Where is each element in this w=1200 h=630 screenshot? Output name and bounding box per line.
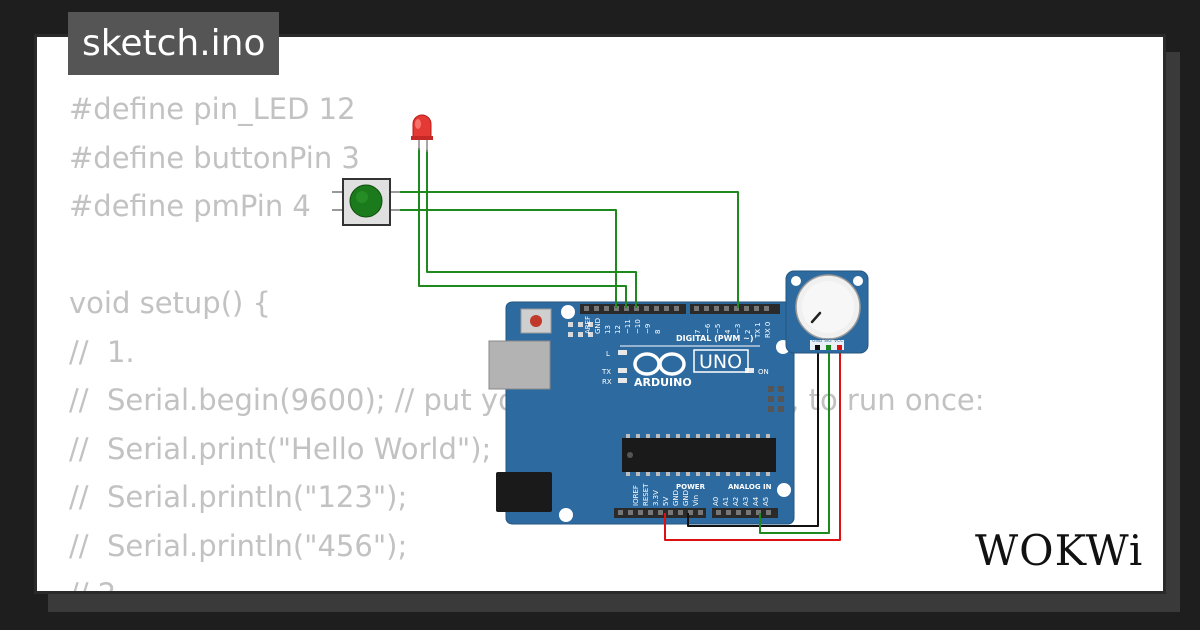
- pin-label-12: 12: [614, 325, 622, 334]
- led-rx-label: RX: [602, 378, 612, 386]
- pin-label-4: 4: [724, 329, 732, 334]
- sketch-title: sketch.ino: [68, 12, 280, 75]
- pot-pin-sig-label: SIG: [824, 338, 832, 344]
- pin-label-aref: AREF: [584, 316, 592, 334]
- led-tx-label: TX: [601, 368, 611, 376]
- pin-label-vin: Vin: [692, 495, 700, 506]
- code-line: // Serial.println("456");: [69, 528, 408, 563]
- wire-button-pin3: [391, 191, 739, 308]
- potentiometer[interactable]: GND SIG VCC: [785, 270, 869, 354]
- wire-led-cathode: [418, 148, 627, 308]
- pin-label-a4: A4: [752, 496, 760, 506]
- uno-label: UNO: [699, 351, 742, 373]
- digital-label: DIGITAL (PWM ~): [676, 334, 754, 343]
- reset-button[interactable]: [520, 308, 552, 334]
- wire-pot-vcc: [664, 350, 841, 541]
- code-line: // 2.: [69, 577, 126, 594]
- pin-label-10: ~10: [634, 319, 642, 334]
- analog-label: ANALOG IN: [728, 483, 772, 491]
- led-rx: [618, 378, 627, 383]
- code-line: // Serial.println("123");: [69, 480, 408, 514]
- analog-header: [712, 508, 778, 518]
- led-on-label: ON: [758, 368, 769, 376]
- pin-label-gnd: GND: [594, 318, 602, 334]
- power-label: POWER: [676, 483, 706, 491]
- wire-pot-gnd: [687, 350, 819, 527]
- arduino-uno-board[interactable]: AREF GND 13 12 ~11 ~10 ~9 8 7 ~6 ~5 4 ~3…: [488, 301, 795, 525]
- pin-label-a3: A3: [742, 497, 750, 506]
- arduino-logo-text: ARDUINO: [634, 376, 692, 389]
- icsp-header-right: [768, 386, 784, 412]
- pin-label-a2: A2: [732, 497, 740, 506]
- wire-button-gnd: [391, 209, 617, 308]
- pin-label-7: 7: [694, 330, 702, 334]
- code-line: // 1.: [69, 334, 135, 369]
- digital-header-left: [580, 304, 686, 314]
- pin-label-11: ~11: [624, 319, 632, 334]
- atmega-chip: [622, 438, 776, 472]
- wires: [391, 148, 841, 541]
- pin-label-reset: RESET: [642, 483, 650, 506]
- pin-label-8: 8: [654, 330, 662, 334]
- pin-label-2: 2: [744, 330, 752, 334]
- wokwi-logo: WOKWi: [975, 526, 1144, 575]
- pin-label-9: ~9: [644, 324, 652, 334]
- code-line: #define pin_LED 12: [69, 92, 356, 126]
- pin-label-a5: A5: [762, 497, 770, 506]
- pin-label-a1: A1: [722, 497, 730, 506]
- code-line: // Serial.print("Hello World");: [69, 431, 492, 466]
- pin-label-gnd2: GND: [682, 490, 690, 506]
- code-line: #define pmPin 4: [69, 189, 311, 223]
- led-on: [745, 368, 754, 373]
- pin-label-rx: RX 0: [764, 322, 772, 338]
- usb-port: [488, 340, 551, 390]
- pin-label-3v3: 3.3V: [652, 490, 660, 506]
- pot-pin-gnd-label: GND: [812, 338, 823, 344]
- code-line: #define buttonPin 3: [69, 140, 360, 175]
- pin-label-ioref: IOREF: [632, 485, 640, 506]
- pin-label-a0: A0: [712, 497, 720, 506]
- pot-pin-vcc-label: VCC: [834, 338, 843, 344]
- led-l: [618, 350, 627, 355]
- pin-label-13: 13: [604, 325, 612, 334]
- led-l-label: L: [606, 350, 610, 358]
- wire-led-anode: [426, 150, 637, 308]
- code-line: void setup() {: [69, 286, 271, 320]
- red-led[interactable]: [411, 114, 433, 152]
- arduino-infinity-icon: [633, 352, 686, 376]
- led-tx: [618, 368, 627, 373]
- power-jack: [496, 472, 552, 512]
- pushbutton[interactable]: [332, 178, 400, 226]
- pin-label-tx: TX 1: [754, 322, 762, 339]
- pin-label-gnd1: GND: [672, 490, 680, 506]
- wire-pot-sig: [759, 350, 830, 534]
- icsp-header: [568, 322, 593, 337]
- pin-label-3: ~3: [734, 324, 742, 334]
- knob-indicator: [810, 311, 822, 324]
- pin-label-6: ~6: [704, 323, 712, 334]
- pin-label-5: ~5: [714, 324, 722, 334]
- pin-label-5v: 5V: [662, 497, 670, 506]
